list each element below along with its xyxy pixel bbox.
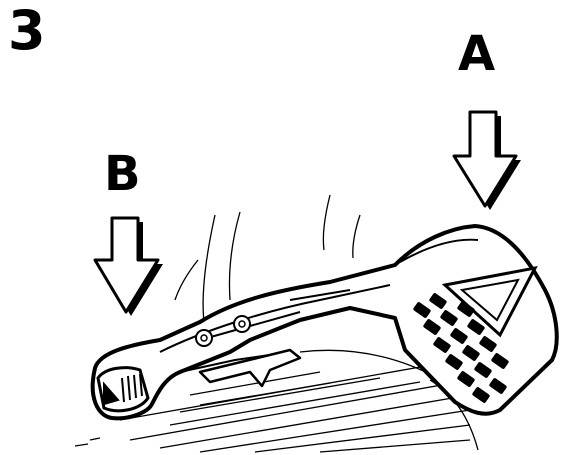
down-arrow-icon (454, 112, 521, 210)
label-b: B (104, 150, 141, 198)
down-arrow-icon (95, 218, 163, 316)
label-a: A (458, 30, 495, 78)
step-number: 3 (8, 4, 46, 58)
device-nozzle (98, 368, 148, 411)
